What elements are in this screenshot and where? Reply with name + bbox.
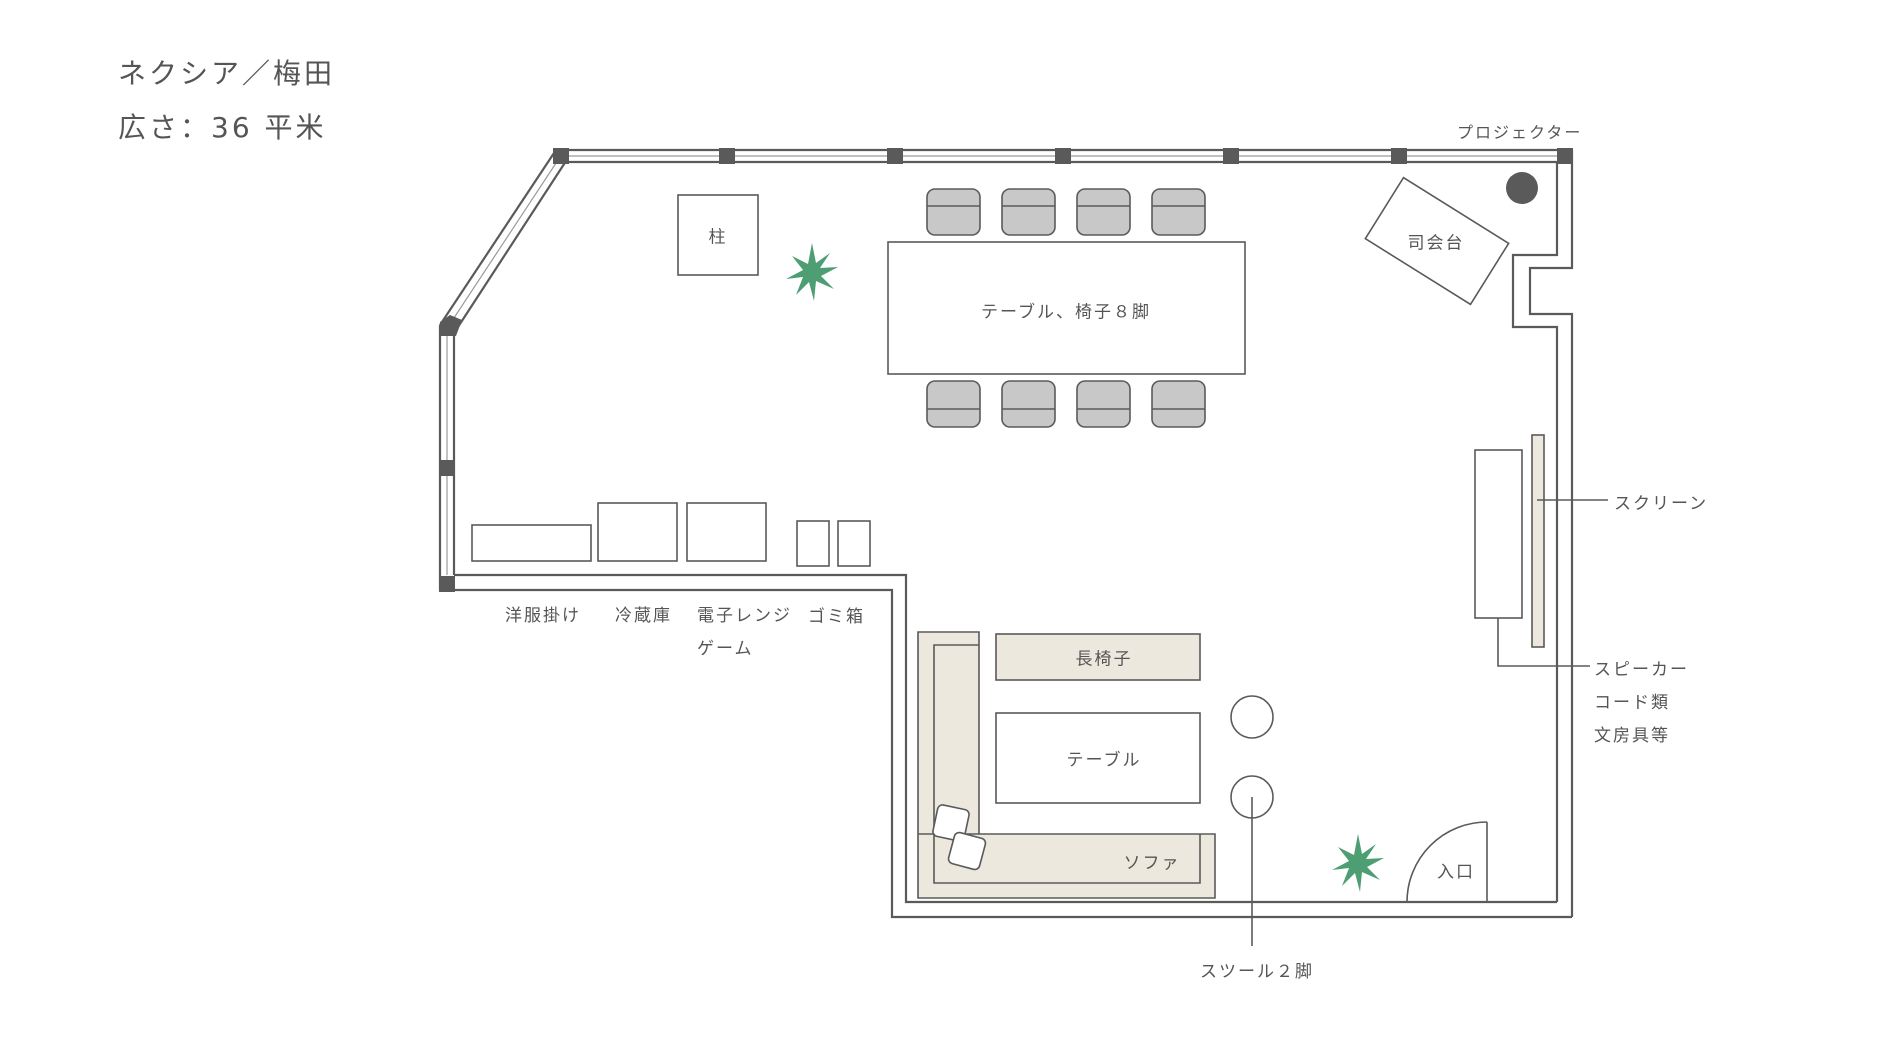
trash-bin bbox=[837, 520, 871, 567]
stool bbox=[1230, 775, 1274, 819]
dining-table bbox=[887, 241, 1246, 375]
post bbox=[553, 148, 569, 164]
screen bbox=[1531, 434, 1545, 648]
sofa bbox=[917, 631, 1216, 899]
low-table bbox=[995, 712, 1201, 804]
entrance-label: 入口 bbox=[1437, 862, 1475, 883]
podium-label: 司会台 bbox=[1407, 233, 1465, 254]
chair bbox=[1076, 380, 1131, 428]
post bbox=[439, 460, 455, 476]
stationery-label: 文房具等 bbox=[1594, 726, 1670, 746]
post bbox=[440, 315, 462, 336]
plant-icon bbox=[786, 243, 838, 301]
screen-label: スクリーン bbox=[1614, 494, 1709, 514]
bench bbox=[995, 633, 1201, 681]
chair bbox=[926, 188, 981, 236]
post bbox=[887, 148, 903, 164]
fridge bbox=[597, 502, 678, 562]
post bbox=[439, 576, 455, 592]
dining-table-label: テーブル、椅子８脚 bbox=[981, 302, 1151, 323]
microwave-label: 電子レンジ bbox=[697, 606, 792, 626]
clothes-rack bbox=[471, 524, 592, 562]
post bbox=[1391, 148, 1407, 164]
game-label: ゲーム bbox=[697, 639, 754, 659]
speaker-cabinet bbox=[1474, 449, 1523, 619]
dining-chairs bbox=[926, 188, 1206, 428]
pillar bbox=[677, 194, 759, 276]
chair bbox=[1151, 188, 1206, 236]
sofa-label: ソファ bbox=[1123, 853, 1181, 874]
trash-bin bbox=[796, 520, 830, 567]
chair bbox=[1001, 380, 1056, 428]
venue-area: 広さ：36 平米 bbox=[118, 111, 327, 144]
cords-label: コード類 bbox=[1594, 693, 1670, 713]
clothes-rack-label: 洋服掛け bbox=[505, 606, 581, 626]
chair bbox=[1001, 188, 1056, 236]
bench-label: 長椅子 bbox=[1075, 649, 1133, 670]
fridge-label: 冷蔵庫 bbox=[615, 606, 672, 626]
stool bbox=[1230, 695, 1274, 739]
chair bbox=[1151, 380, 1206, 428]
walls bbox=[438, 148, 1574, 919]
entrance-door bbox=[1406, 821, 1488, 903]
post bbox=[1055, 148, 1071, 164]
post bbox=[1223, 148, 1239, 164]
podium bbox=[1364, 176, 1510, 306]
post bbox=[1557, 148, 1573, 164]
trash-label: ゴミ箱 bbox=[808, 607, 865, 627]
projector-icon bbox=[1506, 172, 1538, 204]
speaker-label: スピーカー bbox=[1594, 660, 1689, 680]
chair bbox=[926, 380, 981, 428]
microwave bbox=[686, 502, 767, 562]
plant-icon bbox=[1332, 834, 1384, 892]
projector-label: プロジェクター bbox=[1457, 123, 1583, 142]
low-table-label: テーブル bbox=[1066, 750, 1142, 771]
venue-title: ネクシア／梅田 bbox=[118, 57, 336, 90]
wall-furniture bbox=[471, 502, 871, 567]
post bbox=[719, 148, 735, 164]
chair bbox=[1076, 188, 1131, 236]
pillar-label: 柱 bbox=[708, 227, 728, 248]
wall-posts bbox=[439, 148, 1573, 592]
leader-lines bbox=[1251, 499, 1608, 946]
stools-label: スツール２脚 bbox=[1200, 962, 1314, 982]
